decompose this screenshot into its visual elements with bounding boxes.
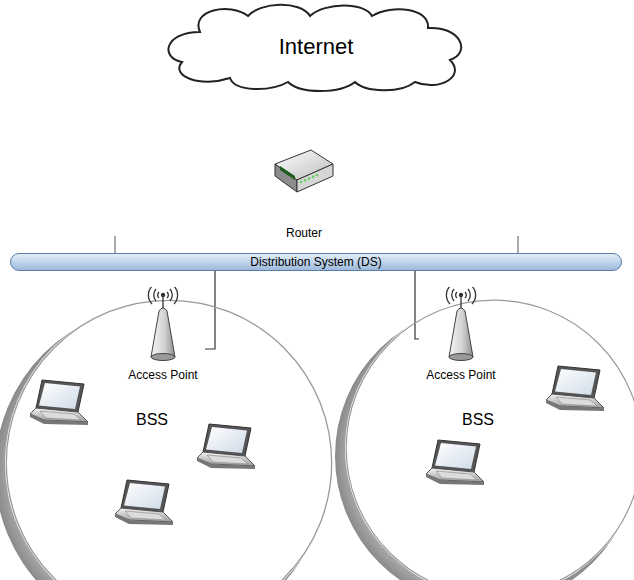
cloud-node: Internet bbox=[160, 2, 472, 92]
bss-circle: BSS Access Point bbox=[5, 299, 333, 580]
access-point-label: Access Point bbox=[128, 368, 197, 382]
access-point-label: Access Point bbox=[426, 368, 495, 382]
network-cable bbox=[205, 271, 215, 349]
bss-circle: BSS Access Point bbox=[345, 299, 634, 580]
cloud-node-label: Internet bbox=[279, 34, 354, 60]
access-point: Access Point bbox=[419, 287, 503, 382]
router-icon bbox=[271, 146, 337, 198]
distribution-bar: Distribution System (DS) bbox=[10, 253, 622, 271]
bss-circle-label: BSS bbox=[136, 411, 168, 429]
bss-outline bbox=[345, 299, 634, 580]
antenna-icon bbox=[439, 287, 483, 365]
antenna-icon bbox=[141, 287, 185, 365]
bss-circle-label: BSS bbox=[462, 411, 494, 429]
router-node: Router bbox=[266, 146, 342, 242]
distribution-bar-label: Distribution System (DS) bbox=[250, 255, 381, 269]
router-node-label: Router bbox=[286, 226, 322, 240]
access-point: Access Point bbox=[121, 287, 205, 382]
network-cable bbox=[415, 271, 419, 339]
